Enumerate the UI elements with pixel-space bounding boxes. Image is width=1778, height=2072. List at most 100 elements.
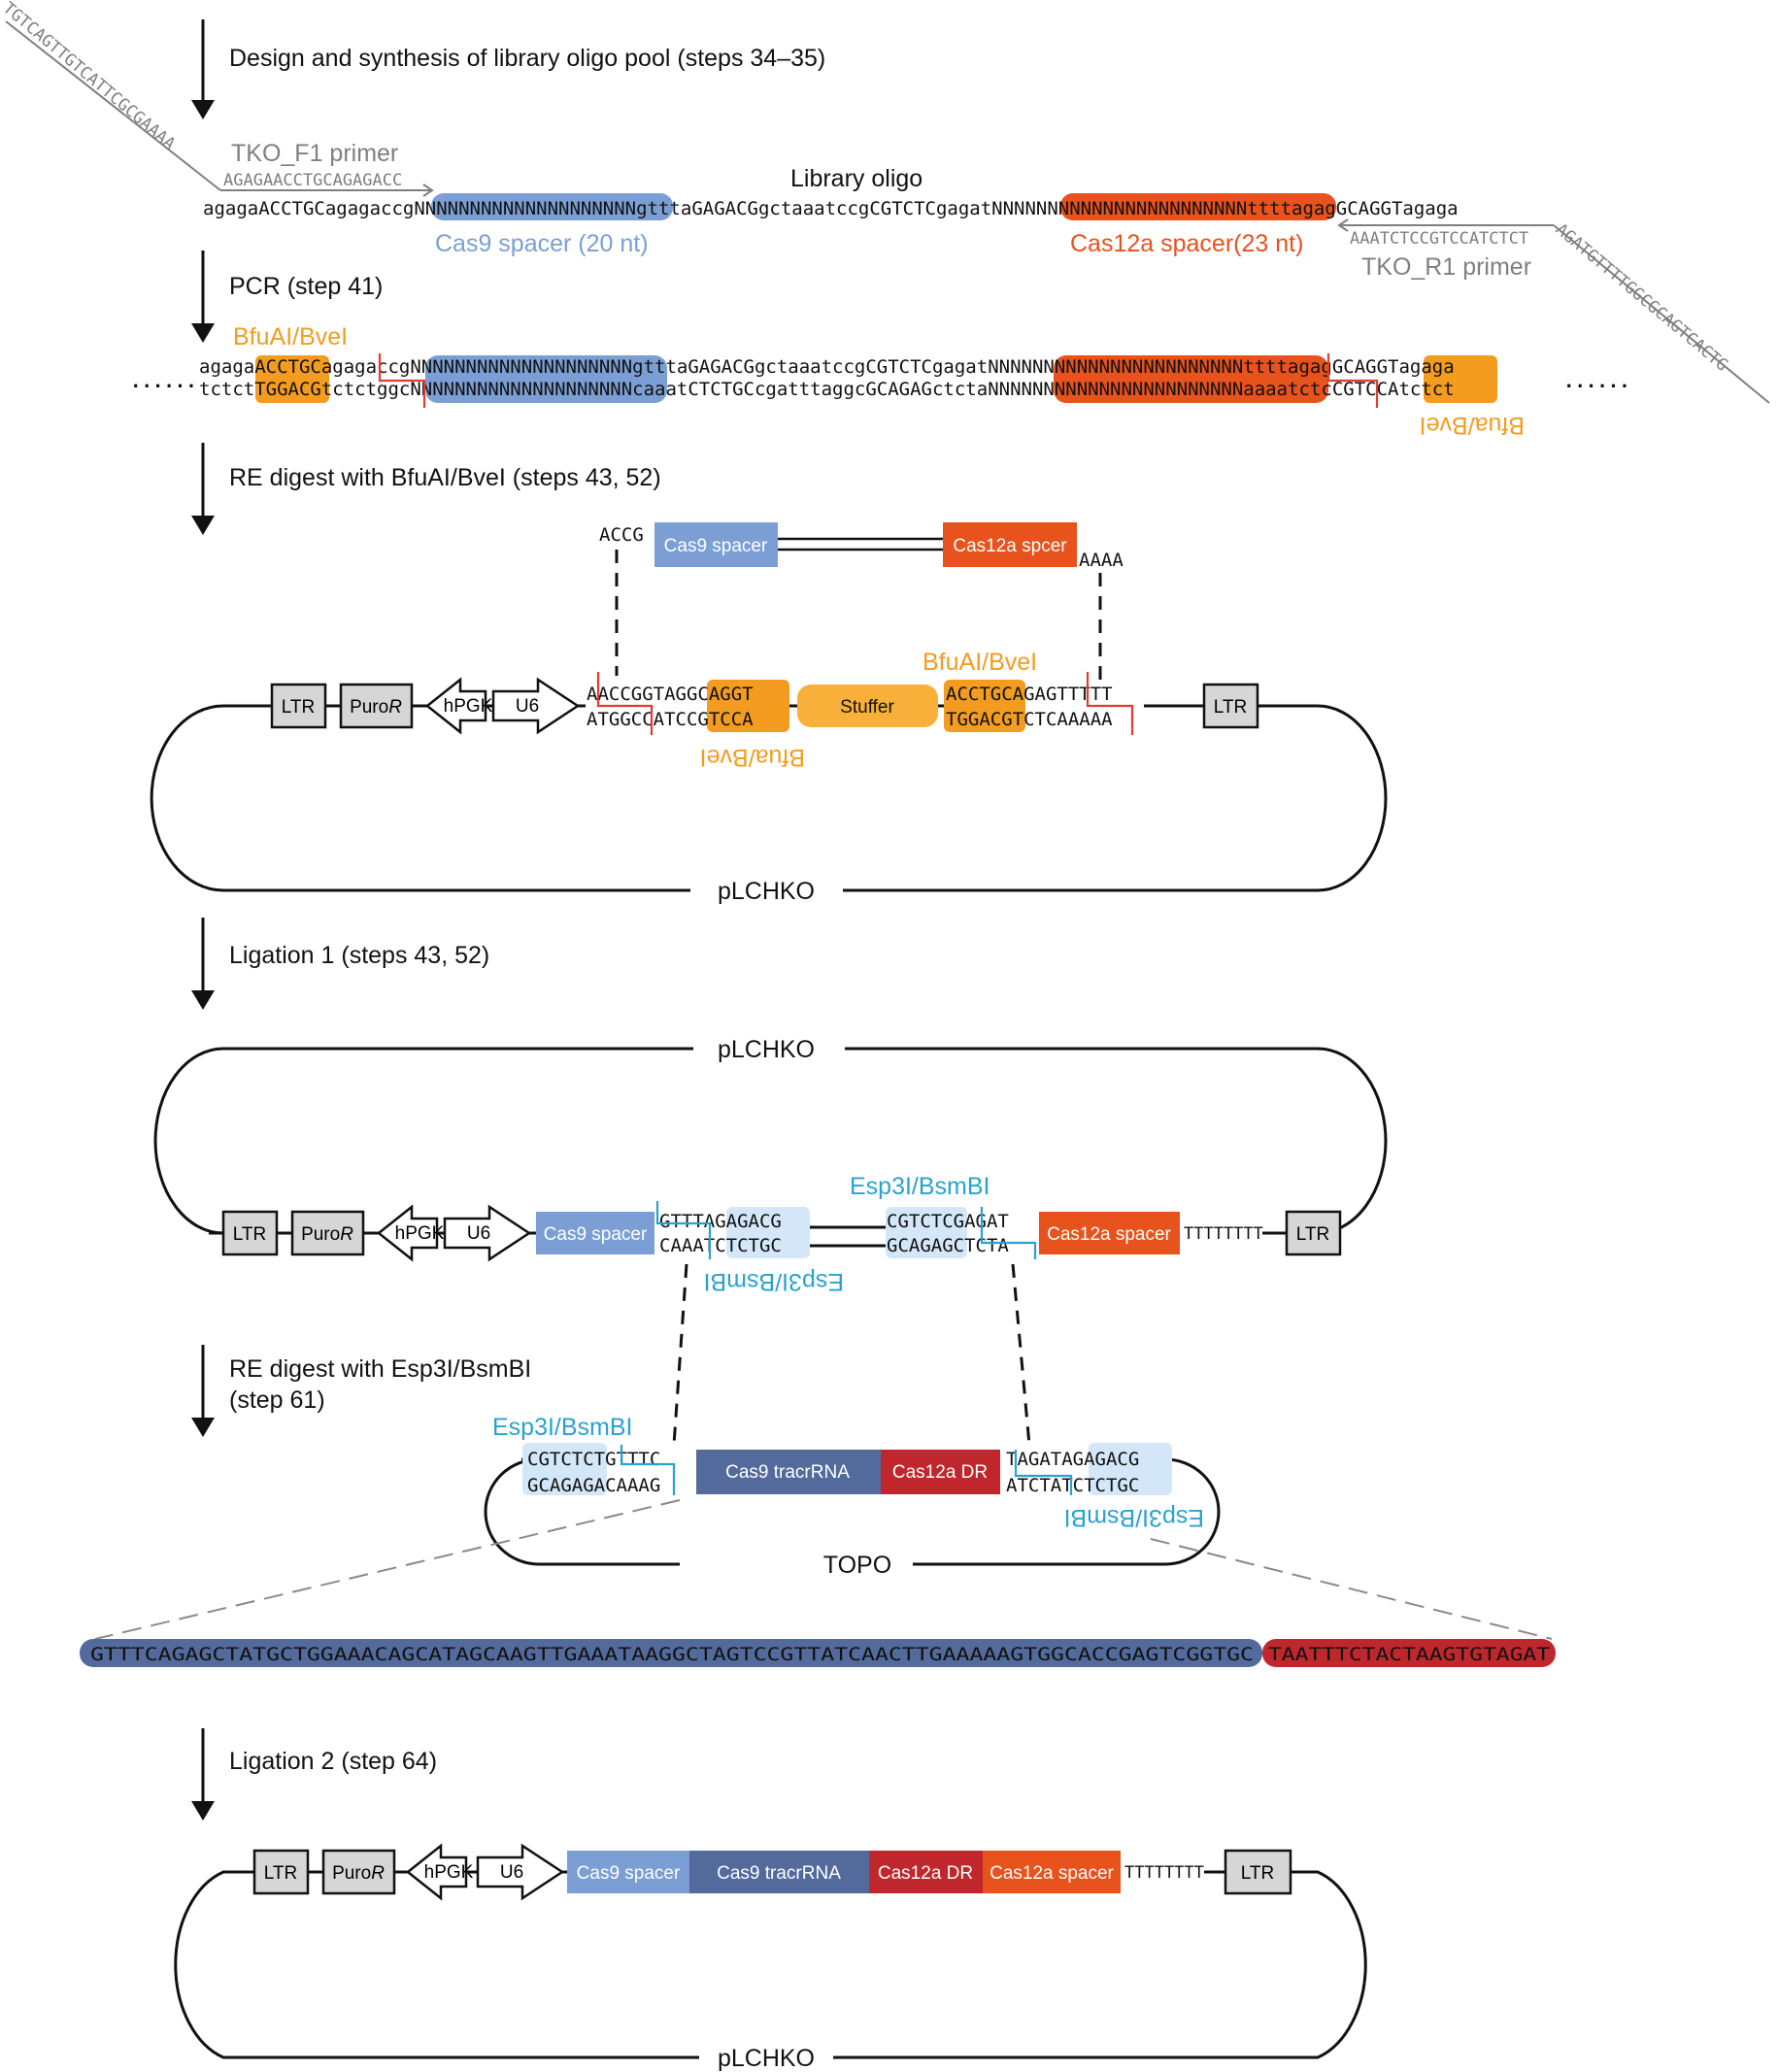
topo-section: TOPO Esp3I/BsmBI CGTCTCTGTTTC GCAGAGACAA… bbox=[80, 1414, 1556, 1667]
u6-label: U6 bbox=[516, 696, 539, 717]
cas12a-dr-box bbox=[881, 1450, 1000, 1494]
down-arrow-icon bbox=[191, 443, 215, 535]
step-4-label: Ligation 1 (steps 43, 52) bbox=[229, 942, 489, 969]
down-arrow-icon bbox=[191, 251, 215, 343]
dr-sequence: TAATTTCTACTAAGTGTAGAT bbox=[1268, 1644, 1550, 1665]
cas9-spacer-duplex bbox=[425, 355, 667, 403]
plasmid-backbone-left bbox=[150, 704, 690, 892]
cut-site-right bbox=[1326, 353, 1379, 408]
cas12a-spacer-box bbox=[1039, 1212, 1180, 1254]
down-arrow-icon bbox=[191, 1345, 215, 1437]
cas12a-dr-label: Cas12a DR bbox=[878, 1863, 973, 1884]
insert-cas9-label: Cas9 spacer bbox=[664, 536, 768, 556]
topo-right-top: TAGATAGAGACG bbox=[1006, 1449, 1139, 1470]
plasmid-backbone-right bbox=[833, 1870, 1367, 2059]
cas12a-dr-label: Cas12a DR bbox=[892, 1462, 988, 1483]
cas9-spacer-box bbox=[567, 1851, 689, 1893]
insert-cas9-spacer bbox=[654, 522, 778, 567]
ltr-label-right: LTR bbox=[1214, 697, 1247, 718]
cut-site-left bbox=[378, 353, 426, 408]
bfuai-site-vector-right bbox=[944, 680, 1025, 732]
cas9-spacer-pill bbox=[431, 193, 673, 220]
stuffer-box bbox=[797, 685, 938, 727]
plasmid-name: pLCHKO bbox=[718, 2045, 815, 2072]
cas12a-spacer-pill bbox=[1060, 193, 1336, 220]
plasmid-name: pLCHKO bbox=[718, 878, 815, 905]
ltr-label-right: LTR bbox=[1241, 1863, 1274, 1884]
vector-right-bottom: TGGACGTCTCAAAAA bbox=[946, 709, 1113, 730]
cas12a-spacer-label: Cas12a spacer bbox=[1047, 1224, 1171, 1245]
vector-cut-right bbox=[1086, 672, 1134, 735]
vector-left-top: AACCGGTAGGCAGGT bbox=[587, 684, 754, 705]
u6-label: U6 bbox=[500, 1862, 523, 1883]
ligation-guide-left bbox=[672, 1263, 688, 1446]
lig1-left-bottom: CAAATCTCTGC bbox=[659, 1235, 782, 1256]
down-arrow-icon bbox=[191, 1728, 215, 1821]
puror-box bbox=[321, 1849, 396, 1895]
r1-primer-sequence: AAATCTCCGTCCATCTCT bbox=[1350, 229, 1528, 249]
puror-box bbox=[339, 683, 414, 729]
topo-backbone-left bbox=[484, 1457, 680, 1566]
step-5-label-line2: (step 61) bbox=[229, 1387, 325, 1414]
dr-sequence-pill bbox=[1262, 1639, 1556, 1667]
oligo-cas12a-n: NNNNNNNNNNNNNNNNNNNNNNN bbox=[991, 198, 1247, 219]
esp3i-topo-left-label: Esp3I/BsmBI bbox=[492, 1414, 633, 1441]
puror-label: PuroR bbox=[301, 1224, 353, 1245]
bfua-bottom-label: Bfua/BveI bbox=[1420, 412, 1525, 439]
down-arrow-icon bbox=[191, 918, 215, 1010]
cas12a-spacer-box bbox=[983, 1851, 1121, 1893]
bfuai-site-vector-left bbox=[707, 680, 789, 732]
step-5-label-line1: RE digest with Esp3I/BsmBI bbox=[229, 1355, 531, 1383]
insert-cas12a-spacer bbox=[943, 522, 1077, 567]
bfuai-site-left bbox=[255, 355, 329, 403]
hpgk-label: hPGK bbox=[444, 696, 493, 717]
cas12a-spacer-label: Cas12a spacer(23 nt) bbox=[1070, 230, 1303, 257]
vector-cut-left bbox=[596, 672, 654, 735]
esp3i-cut-right bbox=[980, 1207, 1037, 1259]
ltr-box-right bbox=[1285, 1210, 1342, 1256]
zoom-guide-left bbox=[94, 1499, 681, 1640]
cas9-tracrrna-box bbox=[689, 1851, 869, 1893]
down-arrow-icon bbox=[191, 19, 215, 119]
oligo-right-flank: ttttagagGCAGGTagaga bbox=[1247, 198, 1458, 219]
topo-left-bottom: GCAGAGACAAAG bbox=[527, 1475, 660, 1496]
plasmid-name: pLCHKO bbox=[718, 1036, 815, 1063]
ligation-1-section: pLCHKO LTR PuroR hPGK U6 Cas9 spacer GTT… bbox=[153, 1036, 1388, 1446]
f1-primer-label: TKO_F1 primer bbox=[231, 140, 398, 167]
plasmid-backbone-left bbox=[153, 1047, 693, 1235]
r1-primer-label: TKO_R1 primer bbox=[1361, 253, 1531, 281]
bfuai-site-right bbox=[1424, 355, 1497, 403]
r1-primer-tail-sequence: AGATGTTTTGGCGCAGTCACTG bbox=[1552, 220, 1731, 376]
u6-label: U6 bbox=[467, 1223, 490, 1244]
bfuai-vector-label: BfuAI/BveI bbox=[923, 649, 1037, 676]
esp3i-topo-right-label: Esp3I/BsmBI bbox=[1064, 1504, 1205, 1531]
ltr-box-left bbox=[270, 683, 327, 729]
pcr-top-strand: agagaACCTGCagagaccgNNNNNNNNNNNNNNNNNNNNg… bbox=[199, 356, 1455, 378]
esp3i-topo-site-right bbox=[1089, 1443, 1172, 1495]
cas9-spacer-label: Cas9 spacer (20 nt) bbox=[435, 230, 649, 257]
vector-left-bottom: ATGGCCATCCGTCCA bbox=[587, 709, 754, 730]
ltr-label-left: LTR bbox=[282, 697, 315, 718]
oligo-left-flank: agagaACCTGCagagaccg bbox=[203, 198, 414, 219]
ligation-2-section: pLCHKO LTR PuroR hPGK U6 Cas9 spacer Cas… bbox=[174, 1843, 1367, 2072]
insert-aaaa-overhang: AAAA bbox=[1079, 550, 1124, 571]
cas12a-spacer-duplex bbox=[1054, 355, 1328, 403]
puror-label: PuroR bbox=[350, 697, 402, 718]
cas9-tracrrna-label: Cas9 tracrRNA bbox=[717, 1863, 841, 1884]
cas12a-spacer-label: Cas12a spacer bbox=[990, 1863, 1114, 1884]
ltr-label-left: LTR bbox=[264, 1863, 297, 1884]
cas12a-dr-box bbox=[869, 1851, 983, 1893]
esp3i-topo-cut-right bbox=[1014, 1450, 1073, 1495]
insert-accg-overhang: ACCG bbox=[599, 524, 644, 546]
esp3i-top-label: Esp3I/BsmBI bbox=[850, 1173, 990, 1200]
lig1-right-bottom: GCAGAGCTCTA bbox=[887, 1235, 1009, 1256]
topo-right-bottom: ATCTATCTCTGC bbox=[1006, 1475, 1139, 1496]
polyt-terminator: TTTTTTTT bbox=[1124, 1863, 1204, 1883]
f1-primer-sequence: AGAGAACCTGCAGAGACC bbox=[223, 171, 402, 190]
step-1-label: Design and synthesis of library oligo po… bbox=[229, 45, 825, 72]
esp3i-site-left bbox=[726, 1207, 810, 1258]
lig1-left-top: GTTTAGAGACG bbox=[659, 1211, 782, 1232]
f1-primer-tail-sequence: TGTCAGTTGTCATTCGCGAAAA bbox=[0, 0, 179, 154]
esp3i-site-right bbox=[886, 1207, 967, 1258]
ellipsis-left: ...... bbox=[130, 371, 197, 392]
